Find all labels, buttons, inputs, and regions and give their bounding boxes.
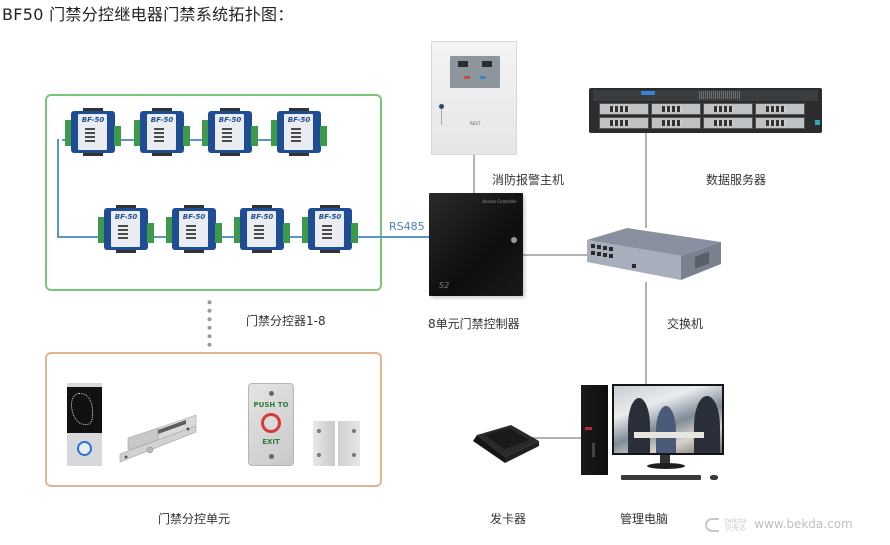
mouse [710, 475, 718, 480]
controller-brand: Access Controller [482, 199, 517, 204]
network-switch [587, 226, 721, 282]
line-server-to-switch [645, 133, 647, 228]
bf50-module: BF-50 [234, 205, 290, 253]
line-fire-to-controller [473, 155, 475, 193]
monitor-base [647, 463, 685, 469]
keyboard [621, 475, 701, 480]
sub-controller-group [45, 94, 382, 291]
bf50-module: BF-50 [302, 205, 358, 253]
watermark-logo-icon [705, 517, 719, 532]
card-reader-ring-icon [77, 441, 92, 456]
fire-alarm-host-label: 消防报警主机 [492, 173, 565, 187]
bf50-module: BF-50 [166, 205, 222, 253]
exit-button-bottom-text: EXIT [262, 438, 280, 446]
line-controller-to-switch [523, 254, 587, 256]
sub-control-unit-label: 门禁分控单元 [158, 512, 231, 526]
access-controller: Access Controller S2 [429, 193, 523, 296]
exit-button-device: PUSH TO EXIT [248, 383, 294, 466]
pc-tower [581, 385, 608, 475]
lock-icon [511, 237, 517, 243]
exit-button-top-text: PUSH TO [253, 401, 289, 409]
data-server [589, 88, 822, 133]
electric-bolt-lock [118, 410, 198, 466]
monitor-stand [660, 455, 670, 465]
line-switch-to-pc [645, 282, 647, 385]
card-reader-panel [67, 383, 102, 466]
bf50-module: BF-50 [134, 108, 190, 156]
door-unit-group [45, 352, 382, 487]
module-label: BF-50 [114, 213, 138, 221]
dotted-connector [207, 298, 212, 348]
management-pc-label: 管理电脑 [620, 512, 669, 526]
line-reader-to-pc [528, 437, 581, 439]
pc-monitor [612, 384, 724, 455]
module-label: BF-50 [81, 116, 105, 124]
switch-label: 交换机 [667, 317, 704, 331]
rs485-bus-vertical [57, 139, 59, 237]
rs485-bus-row1 [62, 139, 320, 141]
watermark-url: www.bekda.com [754, 517, 853, 531]
key-icon [439, 104, 444, 109]
module-label: BF-50 [287, 116, 311, 124]
fire-alarm-panel: REST [431, 41, 517, 155]
bf50-module: BF-50 [98, 205, 154, 253]
watermark-logo-small: bekda [724, 516, 747, 525]
module-label: BF-50 [150, 116, 174, 124]
fire-panel-brand: REST [470, 121, 481, 126]
data-server-label: 数据服务器 [706, 173, 767, 187]
bf50-module: BF-50 [65, 108, 121, 156]
diagram-title: BF50 门禁分控继电器门禁系统拓扑图： [2, 5, 294, 24]
bf50-module: BF-50 [202, 108, 258, 156]
watermark-logo-cn: 贝壳达 [724, 523, 746, 532]
exit-button-ring-icon [261, 413, 281, 433]
l-bracket [313, 421, 360, 466]
bf50-module: BF-50 [271, 108, 327, 156]
sub-controllers-label: 门禁分控器1-8 [246, 314, 326, 328]
module-label: BF-50 [218, 116, 242, 124]
card-issuer-device [471, 423, 541, 463]
rs485-label: RS485 [389, 220, 425, 233]
card-issuer-label: 发卡器 [490, 512, 527, 526]
module-label: BF-50 [318, 213, 342, 221]
module-label: BF-50 [182, 213, 206, 221]
controller-label: 8单元门禁控制器 [428, 317, 520, 331]
controller-model: S2 [439, 281, 450, 290]
module-label: BF-50 [250, 213, 274, 221]
